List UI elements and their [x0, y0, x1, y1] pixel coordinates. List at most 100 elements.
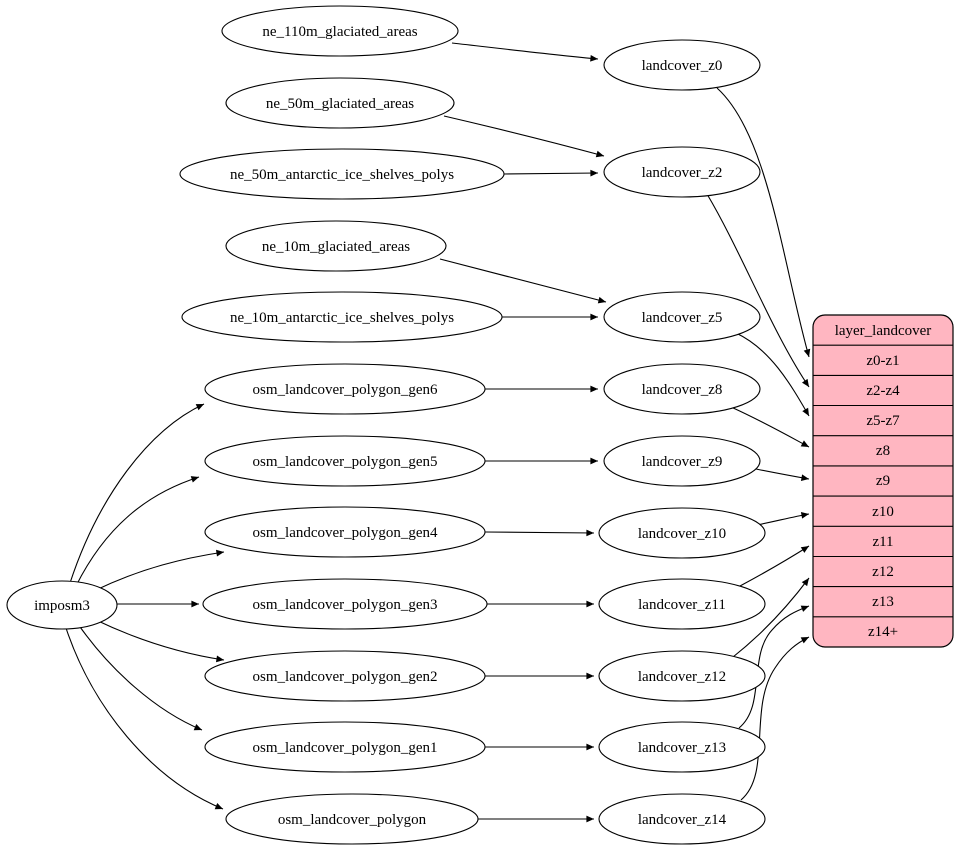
- edge-imposm3-osm_landcover_polygon_gen5: [75, 476, 200, 587]
- edge-ne_50m_glaciated_areas-landcover_z2: [443, 115, 605, 158]
- node-ne_50m_glaciated_areas-shape: [225, 77, 455, 129]
- node-osm_landcover_polygon_gen2: osm_landcover_polygon_gen2: [204, 650, 486, 702]
- node-landcover_z12-shape: [598, 650, 766, 702]
- edge-imposm3-osm_landcover_polygon_gen6: [69, 403, 205, 584]
- node-osm_landcover_polygon_gen1-shape: [204, 721, 486, 773]
- table-layer_landcover: layer_landcover z0-z1 z2-z4 z5-z7 z8 z9 …: [812, 314, 954, 648]
- table-title: layer_landcover: [835, 323, 932, 339]
- node-ne_10m_glaciated_areas-shape: [225, 220, 447, 272]
- node-osm_landcover_polygon_gen3-shape: [202, 578, 488, 630]
- node-landcover_z8-shape: [603, 363, 761, 415]
- node-landcover_z2-shape: [603, 146, 761, 198]
- node-ne_10m_antarctic_ice_shelves_polys: ne_10m_antarctic_ice_shelves_polys: [181, 291, 503, 343]
- node-landcover_z11-label: landcover_z11: [638, 597, 726, 613]
- node-osm_landcover_polygon-label: osm_landcover_polygon: [278, 812, 427, 828]
- table-row-z12: z12: [872, 564, 894, 580]
- node-landcover_z5-label: landcover_z5: [642, 310, 723, 326]
- node-osm_landcover_polygon_gen3-label: osm_landcover_polygon_gen3: [253, 597, 438, 613]
- node-landcover_z13-shape: [598, 721, 766, 773]
- node-osm_landcover_polygon: osm_landcover_polygon: [225, 793, 479, 845]
- node-landcover_z9: landcover_z9: [603, 435, 761, 487]
- node-ne_110m_glaciated_areas: ne_110m_glaciated_areas: [221, 5, 459, 57]
- node-ne_110m_glaciated_areas-label: ne_110m_glaciated_areas: [262, 24, 417, 40]
- node-landcover_z12: landcover_z12: [598, 650, 766, 702]
- edge-landcover_z0-layer_landcover-z0-z1: [716, 87, 811, 358]
- table-row-z10: z10: [872, 504, 894, 520]
- node-ne_50m_antarctic_ice_shelves_polys-shape: [179, 148, 505, 200]
- node-landcover_z2: landcover_z2: [603, 146, 761, 198]
- node-osm_landcover_polygon_gen4-label: osm_landcover_polygon_gen4: [253, 525, 438, 541]
- node-landcover_z8: landcover_z8: [603, 363, 761, 415]
- node-ne_110m_glaciated_areas-shape: [221, 5, 459, 57]
- edge-ne_110m_glaciated_areas-landcover_z0: [451, 42, 599, 62]
- node-osm_landcover_polygon_gen6: osm_landcover_polygon_gen6: [204, 363, 486, 415]
- node-ne_10m_antarctic_ice_shelves_polys-label: ne_10m_antarctic_ice_shelves_polys: [230, 310, 454, 326]
- node-ne_10m_antarctic_ice_shelves_polys-shape: [181, 291, 503, 343]
- edge-landcover_z9-layer_landcover-z9: [755, 468, 810, 481]
- node-osm_landcover_polygon_gen5: osm_landcover_polygon_gen5: [204, 435, 486, 487]
- node-osm_landcover_polygon_gen5-label: osm_landcover_polygon_gen5: [253, 454, 438, 470]
- node-landcover_z11-shape: [598, 578, 766, 630]
- node-landcover_z14-shape: [598, 793, 766, 845]
- node-osm_landcover_polygon_gen2-shape: [204, 650, 486, 702]
- table-row-z9: z9: [876, 473, 890, 489]
- edge-imposm3-osm_landcover_polygon_gen1: [77, 623, 203, 731]
- edge-landcover_z13-layer_landcover-z13: [738, 605, 810, 729]
- node-ne_50m_glaciated_areas-label: ne_50m_glaciated_areas: [266, 96, 414, 112]
- edge-landcover_z2-layer_landcover-z2-z4: [706, 193, 810, 388]
- node-osm_landcover_polygon_gen3: osm_landcover_polygon_gen3: [202, 578, 488, 630]
- edge-landcover_z5-layer_landcover-z5-z7: [735, 332, 810, 417]
- table-row-z5-z7: z5-z7: [866, 413, 900, 429]
- edge-imposm3-osm_landcover_polygon_gen2: [95, 619, 225, 663]
- node-landcover_z0-shape: [603, 39, 761, 91]
- node-ne_50m_glaciated_areas: ne_50m_glaciated_areas: [225, 77, 455, 129]
- edge-ne_10m_glaciated_areas-landcover_z5: [439, 258, 607, 304]
- node-landcover_z5-shape: [603, 291, 761, 343]
- node-landcover_z13: landcover_z13: [598, 721, 766, 773]
- table-row-z14plus: z14+: [868, 624, 898, 640]
- node-osm_landcover_polygon_gen2-label: osm_landcover_polygon_gen2: [253, 669, 438, 685]
- table-row-z8: z8: [876, 443, 890, 459]
- edges-layer: [65, 42, 811, 823]
- node-osm_landcover_polygon_gen1-label: osm_landcover_polygon_gen1: [253, 740, 438, 756]
- node-osm_landcover_polygon_gen4: osm_landcover_polygon_gen4: [204, 506, 486, 558]
- node-landcover_z9-label: landcover_z9: [642, 454, 723, 470]
- edge-landcover_z8-layer_landcover-z8: [730, 406, 810, 448]
- edge-ne_50m_antarctic_ice_shelves_polys-landcover_z2: [503, 169, 599, 177]
- table-layer_landcover-shape: [812, 314, 954, 648]
- node-osm_landcover_polygon-shape: [225, 793, 479, 845]
- node-landcover_z0: landcover_z0: [603, 39, 761, 91]
- node-landcover_z10-shape: [598, 507, 766, 559]
- table-row-z13: z13: [872, 594, 894, 610]
- node-imposm3: imposm3: [6, 580, 118, 630]
- edge-landcover_z14-layer_landcover-z14plus: [740, 636, 810, 801]
- node-ne_10m_glaciated_areas-label: ne_10m_glaciated_areas: [262, 239, 410, 255]
- node-landcover_z9-shape: [603, 435, 761, 487]
- node-landcover_z2-label: landcover_z2: [642, 165, 723, 181]
- node-osm_landcover_polygon_gen1: osm_landcover_polygon_gen1: [204, 721, 486, 773]
- node-landcover_z14-label: landcover_z14: [638, 812, 727, 828]
- table-row-z11: z11: [872, 534, 893, 550]
- node-ne_10m_glaciated_areas: ne_10m_glaciated_areas: [225, 220, 447, 272]
- node-landcover_z12-label: landcover_z12: [638, 669, 726, 685]
- edge-landcover_z10-layer_landcover-z10: [756, 512, 810, 526]
- node-ne_50m_antarctic_ice_shelves_polys-label: ne_50m_antarctic_ice_shelves_polys: [230, 167, 454, 183]
- edge-imposm3-osm_landcover_polygon: [65, 627, 224, 810]
- node-osm_landcover_polygon_gen5-shape: [204, 435, 486, 487]
- node-landcover_z10-label: landcover_z10: [638, 526, 726, 542]
- table-row-z0-z1: z0-z1: [866, 353, 899, 369]
- node-ne_50m_antarctic_ice_shelves_polys: ne_50m_antarctic_ice_shelves_polys: [179, 148, 505, 200]
- edge-imposm3-osm_landcover_polygon_gen4: [95, 549, 225, 591]
- edge-landcover_z12-layer_landcover-z12: [732, 577, 810, 658]
- node-osm_landcover_polygon_gen6-label: osm_landcover_polygon_gen6: [253, 382, 438, 398]
- node-landcover_z13-label: landcover_z13: [638, 740, 726, 756]
- node-osm_landcover_polygon_gen6-shape: [204, 363, 486, 415]
- table-row-z2-z4: z2-z4: [866, 383, 900, 399]
- node-landcover_z0-label: landcover_z0: [642, 58, 723, 74]
- node-landcover_z10: landcover_z10: [598, 507, 766, 559]
- node-imposm3-shape: [6, 580, 118, 630]
- node-landcover_z14: landcover_z14: [598, 793, 766, 845]
- node-landcover_z5: landcover_z5: [603, 291, 761, 343]
